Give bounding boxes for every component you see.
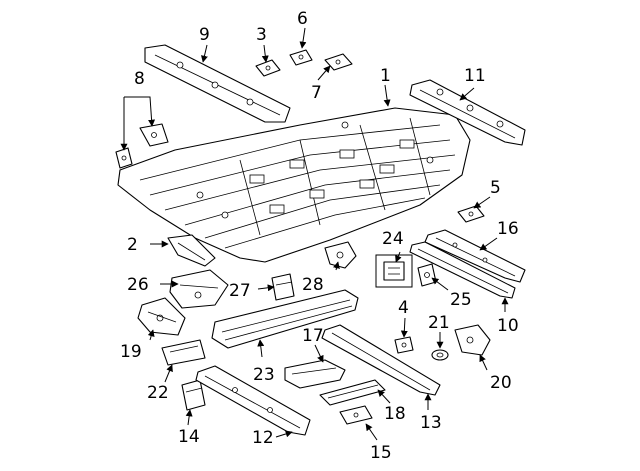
- callout-15: 15: [370, 443, 392, 463]
- part-17-bracket: [284, 359, 346, 389]
- leader-lines: [120, 27, 509, 441]
- part-20-bracket: [454, 324, 491, 356]
- part-7-bracket: [324, 53, 353, 71]
- part-9-cross-member: [144, 44, 291, 123]
- callout-7: 7: [311, 83, 322, 103]
- part-10-rail: [409, 241, 516, 299]
- part-14-bracket: [181, 379, 206, 411]
- callout-24: 24: [382, 229, 404, 249]
- callout-6: 6: [297, 9, 308, 29]
- callout-20: 20: [490, 373, 512, 393]
- part-27-bracket: [271, 273, 295, 301]
- callout-13: 13: [420, 413, 442, 433]
- part-6-bracket: [289, 49, 313, 66]
- callout-2: 2: [127, 235, 138, 255]
- part-23-rocker: [211, 289, 359, 349]
- part-13-rail: [321, 324, 441, 396]
- part-12-rail: [195, 365, 311, 436]
- part-1-floor-pan: [117, 107, 471, 263]
- part-3-bracket: [255, 59, 281, 77]
- callout-4: 4: [398, 298, 409, 318]
- part-26-bracket: [169, 269, 229, 309]
- callout-9: 9: [199, 25, 210, 45]
- callout-14: 14: [178, 427, 200, 447]
- callout-1: 1: [380, 66, 391, 86]
- part-19-bracket: [137, 297, 186, 336]
- callout-11: 11: [464, 66, 486, 86]
- callout-17: 17: [302, 326, 324, 346]
- part-2-bracket: [167, 234, 216, 267]
- part-25-bracket: [417, 263, 437, 287]
- part-21-grommet: [431, 349, 449, 361]
- callout-22: 22: [147, 383, 169, 403]
- callout-26: 26: [127, 275, 149, 295]
- callout-27: 27: [229, 281, 251, 301]
- part-11-rear-cross-member: [409, 79, 526, 146]
- part-18-bracket: [319, 379, 386, 406]
- callout-3: 3: [256, 25, 267, 45]
- callout-10: 10: [497, 316, 519, 336]
- callout-21: 21: [428, 313, 450, 333]
- part-15-bracket: [339, 405, 373, 425]
- callout-labels: 1 2 3 4 5 6 7 8 9 10 11 12 13 14 15 16 1…: [120, 9, 519, 463]
- part-8-brackets: [115, 123, 169, 169]
- callout-18: 18: [384, 404, 406, 424]
- part-24-clip: [375, 254, 413, 288]
- callout-8: 8: [134, 69, 145, 89]
- callout-25: 25: [450, 290, 472, 310]
- part-22-bracket: [161, 339, 206, 366]
- callout-28: 28: [302, 275, 324, 295]
- callout-16: 16: [497, 219, 519, 239]
- part-4-clip: [394, 336, 414, 354]
- callout-12: 12: [252, 428, 274, 448]
- part-5-bracket: [457, 205, 485, 223]
- callout-19: 19: [120, 342, 142, 362]
- part-28-bracket: [324, 241, 357, 269]
- callout-5: 5: [490, 178, 501, 198]
- callout-23: 23: [253, 365, 275, 385]
